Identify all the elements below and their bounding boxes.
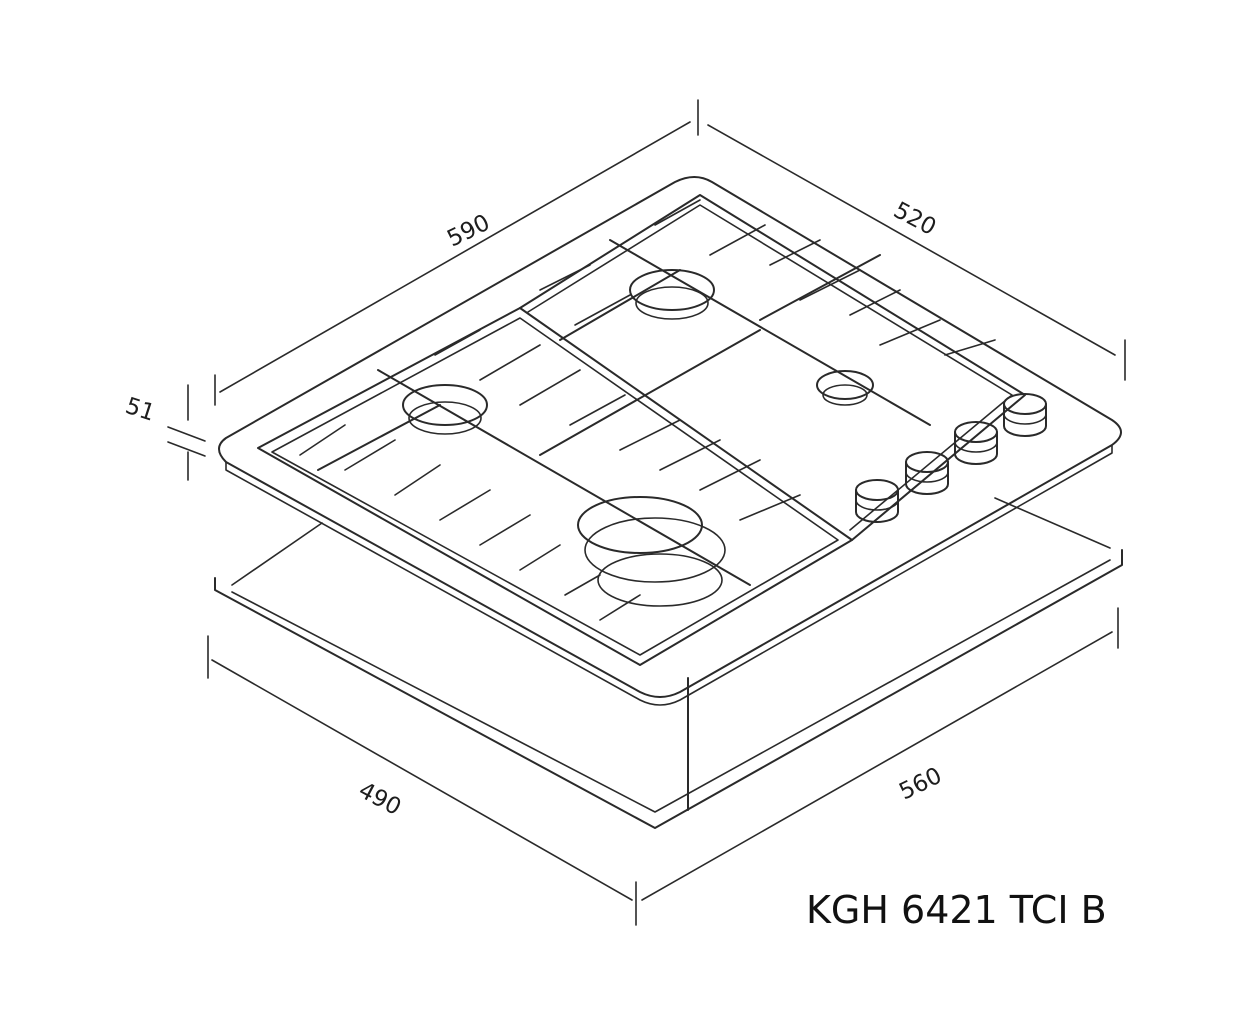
dim-label-490: 490 [354,777,405,821]
burner-wok [577,496,726,607]
burners [402,269,874,607]
control-knobs [855,393,1047,523]
knob-4[interactable] [1003,393,1047,437]
burner-center-rear [629,269,715,320]
dim-label-51: 51 [122,393,158,427]
dimension-lines [167,99,1126,926]
burner-left-rear [402,384,488,435]
knob-2[interactable] [905,451,949,495]
pan-supports [257,194,1026,666]
dim-label-560: 560 [895,763,946,806]
hob-plate [218,176,1122,706]
dim-label-520: 520 [889,197,940,241]
knob-3[interactable] [954,421,998,465]
cutout-box [214,497,1123,829]
dim-label-590: 590 [443,210,494,253]
knob-1[interactable] [855,479,899,523]
model-name: KGH 6421 TCI B [806,888,1107,932]
burner-right [816,370,874,406]
